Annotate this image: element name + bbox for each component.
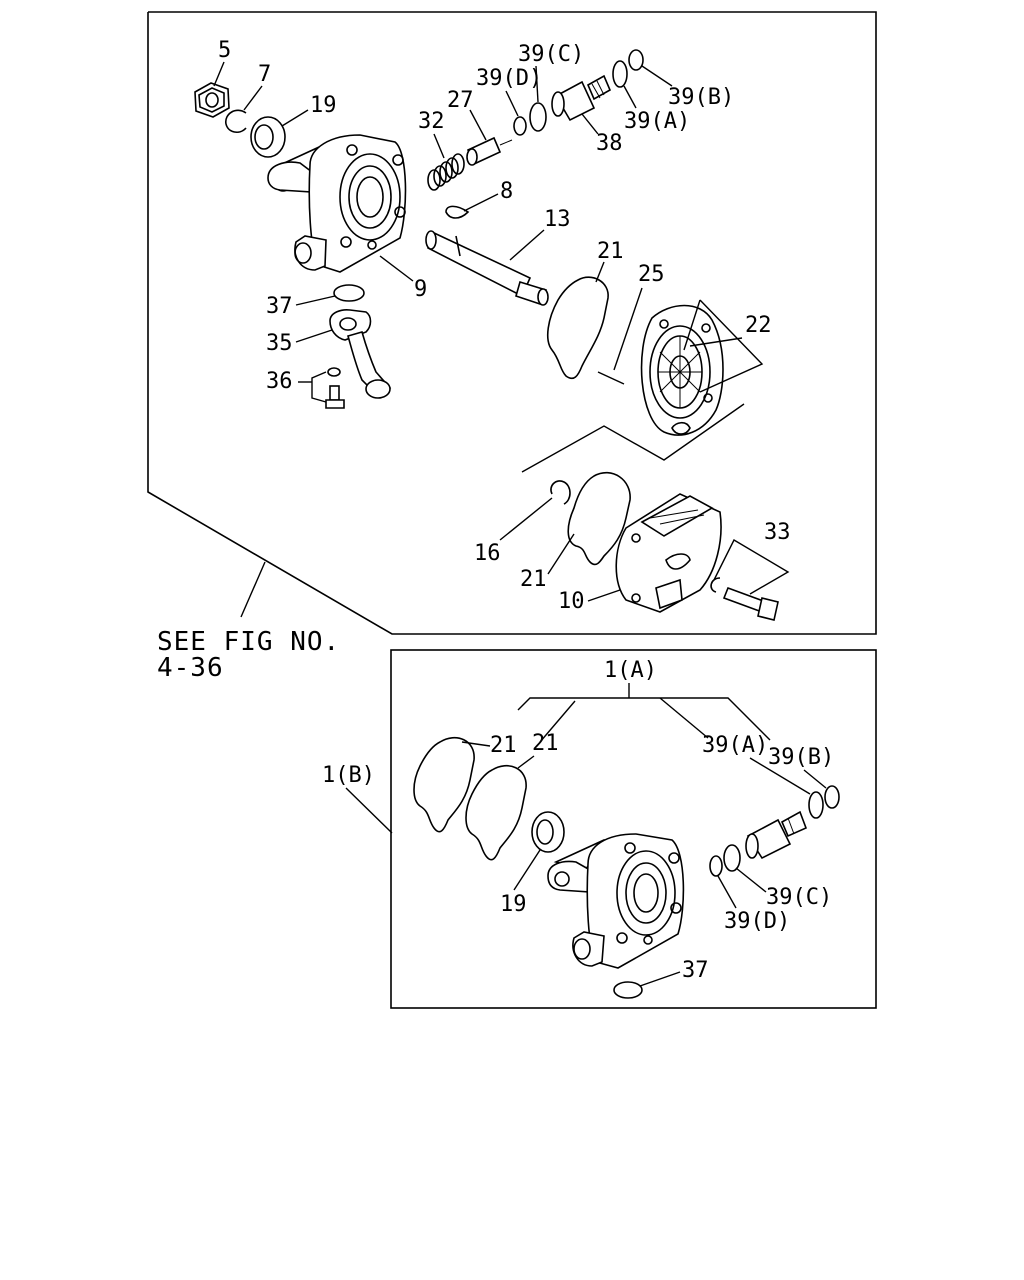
callout-19: 19 xyxy=(310,93,337,118)
callout-21-lower: 21 xyxy=(520,567,547,592)
kit-callout-21a: 21 xyxy=(490,733,517,758)
oil-seal-part xyxy=(250,116,286,158)
callout-25: 25 xyxy=(638,262,665,287)
retaining-ring-part xyxy=(550,480,571,505)
o-ring-39c xyxy=(529,102,547,132)
gasket-lower-part xyxy=(567,471,631,566)
callout-39c: 39(C) xyxy=(518,42,584,67)
callout-10: 10 xyxy=(558,589,585,614)
callout-39d: 39(D) xyxy=(476,66,542,91)
kit-frame xyxy=(390,649,877,1009)
callout-7: 7 xyxy=(258,62,271,87)
callout-5: 5 xyxy=(218,38,231,63)
kit-gasket-2 xyxy=(465,764,527,861)
kit-callout-39d: 39(D) xyxy=(724,909,790,934)
callout-36: 36 xyxy=(266,369,293,394)
key-part xyxy=(445,205,470,219)
kit-pump-body xyxy=(547,833,685,969)
nut-part xyxy=(194,82,230,118)
callout-33: 33 xyxy=(764,520,791,545)
gasket-part xyxy=(546,276,609,380)
kit-callout-39c: 39(C) xyxy=(766,885,832,910)
connector-part xyxy=(551,74,612,122)
callout-38: 38 xyxy=(596,131,623,156)
kit-callout-1a: 1(A) xyxy=(604,658,657,683)
see-fig-leader xyxy=(240,561,266,618)
kit-o-ring-39b xyxy=(824,785,840,809)
callout-16: 16 xyxy=(474,541,501,566)
kit-callout-21b: 21 xyxy=(532,731,559,756)
kit-callout-19: 19 xyxy=(500,892,527,917)
shaft-part xyxy=(425,230,549,306)
callout-39b: 39(B) xyxy=(668,85,734,110)
callout-13: 13 xyxy=(544,207,571,232)
callout-22: 22 xyxy=(745,313,772,338)
kit-callout-1b: 1(B) xyxy=(322,763,375,788)
kit-gasket-1 xyxy=(413,736,475,833)
kit-callout-39b: 39(B) xyxy=(768,745,834,770)
flow-valve-part xyxy=(466,136,513,166)
o-ring-part xyxy=(333,284,365,302)
kit-callout-39a: 39(A) xyxy=(702,733,768,758)
callout-32: 32 xyxy=(418,109,445,134)
pin-part xyxy=(597,371,625,385)
callout-21: 21 xyxy=(597,239,624,264)
o-ring-39d xyxy=(513,116,527,136)
kit-connector xyxy=(745,810,808,860)
kit-o-ring-39d xyxy=(709,855,723,877)
cover-bolt-part xyxy=(710,577,779,621)
callout-39a: 39(A) xyxy=(624,109,690,134)
callout-35: 35 xyxy=(266,331,293,356)
o-ring-39a xyxy=(612,60,628,88)
suction-pipe-part xyxy=(329,309,392,399)
kit-callout-37: 37 xyxy=(682,958,709,983)
kit-o-ring-39c xyxy=(723,844,741,872)
see-fig-number: 4-36 xyxy=(157,653,224,683)
see-fig-label: SEE FIG NO. xyxy=(157,627,340,657)
pump-element-part xyxy=(640,304,724,436)
kit-o-ring-39a xyxy=(808,791,824,819)
callout-37: 37 xyxy=(266,294,293,319)
pump-body-part xyxy=(267,134,407,273)
kit-o-ring-37 xyxy=(613,981,643,999)
bolt-washer-part xyxy=(325,367,345,409)
callout-9: 9 xyxy=(414,277,427,302)
spring-part xyxy=(427,153,465,191)
upper-frame xyxy=(147,11,877,635)
snap-ring-part xyxy=(225,109,247,133)
callout-8: 8 xyxy=(500,179,513,204)
callout-27: 27 xyxy=(447,88,474,113)
cover-part xyxy=(615,493,722,613)
o-ring-39b xyxy=(628,49,644,71)
assembly-boundary xyxy=(521,403,745,473)
kit-oil-seal xyxy=(531,811,565,853)
